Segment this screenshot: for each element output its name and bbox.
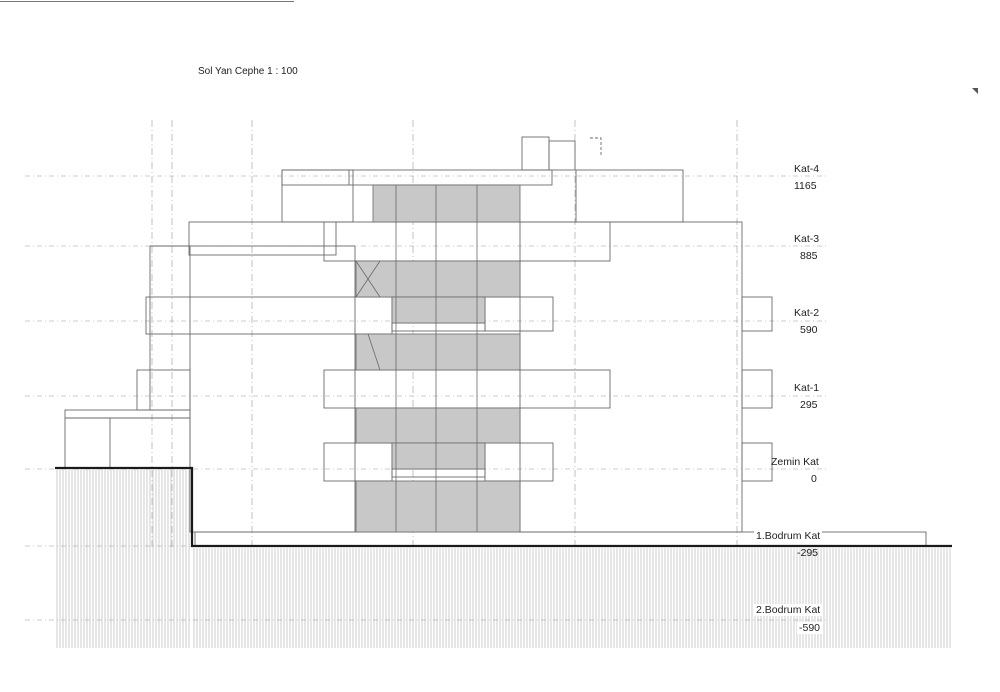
level-kat1-elevation: 295 (800, 399, 818, 411)
level-bodrum1-elevation: -295 (797, 547, 819, 559)
level-bodrum2-elevation: -590 (797, 622, 823, 634)
ground-line (55, 466, 952, 548)
zemin-connector (391, 468, 486, 478)
roof-tower-right (548, 140, 576, 171)
level-kat4-name: Kat-4 (794, 163, 820, 175)
kat2-right-ledge (741, 296, 773, 332)
zemin-slab-left (323, 442, 393, 482)
level-kat4-elevation: 1165 (794, 180, 817, 192)
level-bodrum1-name: 1.Bodrum Kat (754, 530, 823, 542)
left-annex (64, 409, 191, 469)
level-kat3-name: Kat-3 (794, 233, 820, 245)
drawing-title: Sol Yan Cephe 1 : 100 (198, 66, 298, 77)
level-kat1-name: Kat-1 (794, 382, 820, 394)
roof-volume-left (281, 169, 354, 223)
corner-mark (972, 88, 978, 94)
level-lines (25, 175, 828, 621)
ground-hatch-right (193, 548, 951, 648)
zemin-slab-right (484, 442, 554, 482)
zemin-right-ledge (741, 442, 773, 482)
kat1-slab-main (323, 369, 611, 409)
roof-tower-left (521, 136, 550, 171)
main-body-right (519, 221, 743, 533)
level-zemin-name: Zemin Kat (771, 456, 819, 468)
main-body-left (189, 245, 356, 533)
level-kat2-elevation: 590 (800, 324, 818, 336)
level-kat2-name: Kat-2 (794, 307, 820, 319)
left-lower-ledge (136, 369, 191, 411)
level-kat3-elevation: 885 (800, 250, 818, 262)
level-zemin-elevation: 0 (811, 473, 817, 485)
kat3-slab-left (188, 221, 337, 256)
kat1-right-ledge (741, 369, 773, 409)
kat2-slab-right (484, 296, 554, 332)
kat4-cantilever-slab (281, 169, 553, 186)
roof-volume-right (575, 169, 684, 223)
kat3-slab-main (323, 221, 611, 262)
ground-hatch-left (56, 470, 190, 648)
kat2-connector (391, 322, 486, 332)
glazed-core (355, 184, 521, 533)
level-bodrum2-name: 2.Bodrum Kat (754, 604, 823, 616)
